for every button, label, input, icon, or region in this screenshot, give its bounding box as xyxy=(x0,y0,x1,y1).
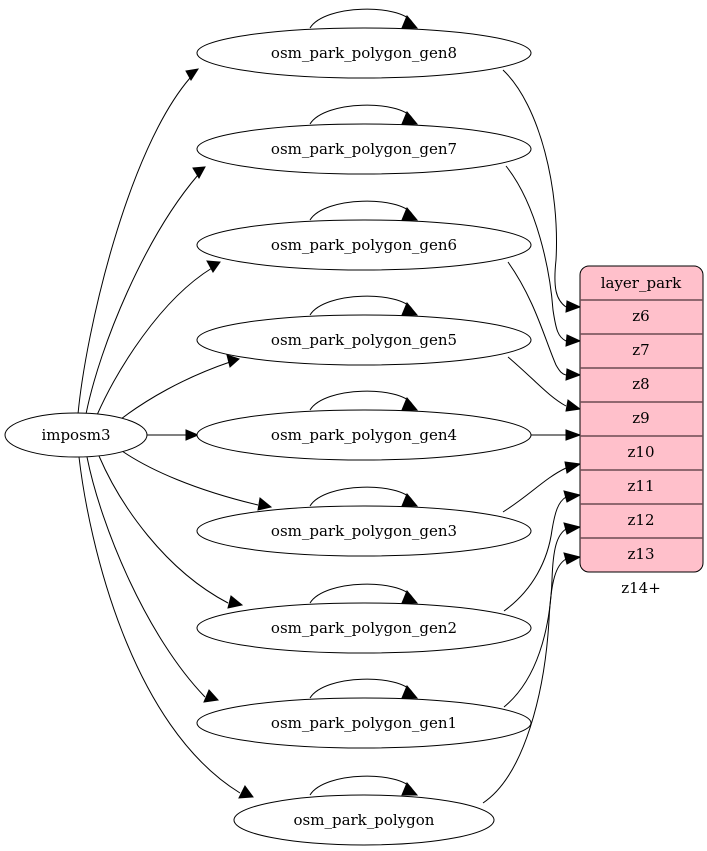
edge-imposm3-to-gen5 xyxy=(120,361,231,420)
layer-park-table-body xyxy=(579,265,704,573)
node-osm-park-polygon-gen6-ellipse[interactable] xyxy=(196,219,532,271)
node-osm-park-polygon-gen2[interactable]: osm_park_polygon_gen2 xyxy=(196,602,532,654)
arrowhead-imposm3-to-gen4 xyxy=(185,429,200,441)
arrowhead-gen6-to-z8 xyxy=(565,368,582,381)
arrowhead-imposm3-to-gen6 xyxy=(206,260,221,273)
arrowhead-imposm3-to-gen7 xyxy=(192,166,206,180)
arrowhead-imposm3-to-osm-park-polygon xyxy=(238,785,254,799)
self-loop-gen2 xyxy=(309,583,413,604)
layer-park-row-z13[interactable]: z13 xyxy=(628,545,655,563)
node-osm-park-polygon-gen8[interactable]: osm_park_polygon_gen8 xyxy=(196,27,532,79)
node-osm-park-polygon-gen4-label: osm_park_polygon_gen4 xyxy=(271,426,457,444)
node-osm-park-polygon-gen3-ellipse[interactable] xyxy=(196,505,532,557)
edge-osm-park-polygon-to-z14 xyxy=(482,558,567,804)
arrowhead-imposm3-to-gen1 xyxy=(203,689,219,703)
layer-park-header-label: layer_park xyxy=(601,274,682,292)
layer-park-row-z12[interactable]: z12 xyxy=(628,511,655,529)
arrowhead-gen1-to-z13 xyxy=(563,522,582,535)
layer-park-row-z10[interactable]: z10 xyxy=(628,443,655,461)
arrowhead-self-loop-gen8 xyxy=(401,15,419,29)
layer-park-row-z14-plus[interactable]: z14+ xyxy=(621,579,661,597)
node-osm-park-polygon-gen2-label: osm_park_polygon_gen2 xyxy=(271,619,457,637)
self-loop-gen3 xyxy=(309,486,413,507)
edge-imposm3-to-gen3 xyxy=(121,450,259,506)
layer-park-row-z6[interactable]: z6 xyxy=(632,307,649,325)
edge-gen3-to-z11 xyxy=(502,467,567,513)
self-loop-group xyxy=(309,8,419,796)
layer-park-row-z9[interactable]: z9 xyxy=(632,409,649,427)
self-loop-gen8 xyxy=(309,8,413,29)
arrowhead-imposm3-to-gen8 xyxy=(185,68,200,81)
layer-park-row-z7[interactable]: z7 xyxy=(632,341,649,359)
arrowhead-self-loop-gen7 xyxy=(401,111,419,125)
node-osm-park-polygon-gen3-label: osm_park_polygon_gen3 xyxy=(271,522,457,540)
layer-park-row-z8[interactable]: z8 xyxy=(632,375,649,393)
arrowhead-self-loop-gen2 xyxy=(401,590,419,604)
arrowhead-self-loop-gen4 xyxy=(401,397,419,411)
arrowhead-imposm3-to-gen5 xyxy=(226,354,240,368)
node-osm-park-polygon[interactable]: osm_park_polygon xyxy=(233,794,495,846)
edge-group-source-to-nodes xyxy=(77,68,273,799)
arrowhead-self-loop-gen1 xyxy=(401,685,419,699)
self-loop-gen7 xyxy=(309,104,413,125)
layer-park-row-z11[interactable]: z11 xyxy=(628,477,655,495)
arrowhead-gen4-to-z10 xyxy=(565,429,582,441)
arrowhead-self-loop-osm-park-polygon xyxy=(401,782,419,796)
edge-gen7-to-z7 xyxy=(505,165,567,342)
node-osm-park-polygon-gen4-ellipse[interactable] xyxy=(196,409,532,461)
node-osm-park-polygon-gen4[interactable]: osm_park_polygon_gen4 xyxy=(196,409,532,461)
arrowhead-self-loop-gen6 xyxy=(401,207,419,221)
node-osm-park-polygon-gen8-label: osm_park_polygon_gen8 xyxy=(271,44,457,62)
arrowhead-self-loop-gen3 xyxy=(401,493,419,507)
node-osm-park-polygon-gen7[interactable]: osm_park_polygon_gen7 xyxy=(196,123,532,175)
edge-imposm3-to-gen6 xyxy=(96,267,213,416)
node-osm-park-polygon-gen7-label: osm_park_polygon_gen7 xyxy=(271,140,457,158)
arrowhead-osm-park-polygon-to-z14 xyxy=(563,552,582,565)
node-imposm3[interactable]: imposm3 xyxy=(4,412,148,458)
node-osm-park-polygon-gen5-label: osm_park_polygon_gen5 xyxy=(271,331,457,349)
edge-gen5-to-z9 xyxy=(507,356,567,407)
arrowhead-self-loop-gen5 xyxy=(401,302,419,316)
edge-imposm3-to-gen2 xyxy=(98,455,229,604)
edge-imposm3-to-gen1 xyxy=(86,456,206,698)
arrowhead-gen8-to-z6 xyxy=(565,300,582,313)
self-loop-gen5 xyxy=(309,295,413,316)
node-osm-park-polygon-gen5[interactable]: osm_park_polygon_gen5 xyxy=(196,314,532,366)
arrowhead-imposm3-to-gen2 xyxy=(227,595,244,609)
node-osm-park-polygon-gen2-ellipse[interactable] xyxy=(196,602,532,654)
node-osm-park-polygon-gen3[interactable]: osm_park_polygon_gen3 xyxy=(196,505,532,557)
node-osm-park-polygon-gen5-ellipse[interactable] xyxy=(196,314,532,366)
edge-imposm3-to-gen7 xyxy=(85,174,199,415)
node-osm-park-polygon-gen1-ellipse[interactable] xyxy=(196,697,532,749)
node-imposm3-label: imposm3 xyxy=(41,426,110,444)
self-loop-gen6 xyxy=(309,200,413,221)
edge-imposm3-to-osm-park-polygon xyxy=(78,456,241,794)
edge-gen6-to-z8 xyxy=(507,261,567,376)
node-osm-park-polygon-label: osm_park_polygon xyxy=(294,811,435,829)
arrowhead-gen5-to-z9 xyxy=(565,399,582,412)
arrowhead-gen2-to-z12 xyxy=(563,490,582,503)
node-osm-park-polygon-gen1-label: osm_park_polygon_gen1 xyxy=(271,714,457,732)
node-osm-park-polygon-gen1[interactable]: osm_park_polygon_gen1 xyxy=(196,697,532,749)
node-osm-park-polygon-ellipse[interactable] xyxy=(233,794,495,846)
edge-gen8-to-z6 xyxy=(502,69,567,308)
edge-group-nodes-to-layer xyxy=(482,69,582,804)
edge-gen2-to-z12 xyxy=(503,496,567,612)
arrowhead-gen7-to-z7 xyxy=(565,334,582,347)
node-osm-park-polygon-gen6[interactable]: osm_park_polygon_gen6 xyxy=(196,219,532,271)
self-loop-osm-park-polygon xyxy=(309,775,413,796)
arrowhead-gen3-to-z11 xyxy=(564,461,582,474)
arrowhead-imposm3-to-gen3 xyxy=(257,497,273,511)
self-loop-gen4 xyxy=(309,390,413,411)
node-imposm3-ellipse[interactable] xyxy=(4,412,148,458)
node-osm-park-polygon-gen8-ellipse[interactable] xyxy=(196,27,532,79)
edge-imposm3-to-gen8 xyxy=(77,77,191,415)
node-osm-park-polygon-gen6-label: osm_park_polygon_gen6 xyxy=(271,236,457,254)
node-osm-park-polygon-gen7-ellipse[interactable] xyxy=(196,123,532,175)
layer-park-table[interactable]: layer_park z6 z7 z8 z9 z10 z11 z12 z13 z… xyxy=(579,265,704,597)
self-loop-gen1 xyxy=(309,678,413,699)
